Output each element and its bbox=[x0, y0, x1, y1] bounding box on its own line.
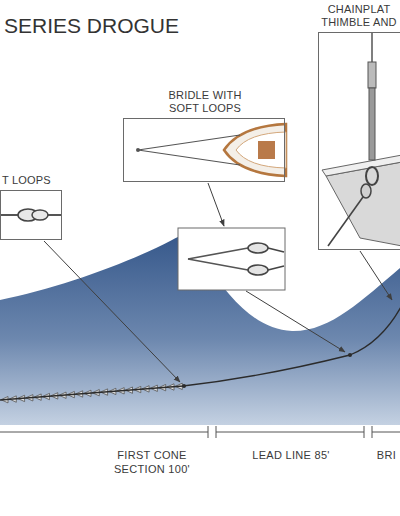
dimension-bracket bbox=[0, 426, 208, 438]
soft-loop bbox=[248, 265, 268, 275]
soft-loop-ends bbox=[268, 248, 284, 270]
cabin bbox=[258, 141, 275, 159]
inset-ground bbox=[123, 118, 285, 182]
inset-ground bbox=[0, 190, 62, 240]
splice-dot bbox=[182, 384, 186, 388]
leader-arrow bbox=[360, 251, 392, 300]
boat-hull-top bbox=[224, 124, 286, 176]
inset-frame bbox=[123, 118, 285, 182]
inset-heading: CHAINPLAT THIMBLE AND bbox=[318, 3, 400, 29]
leader-arrow bbox=[208, 183, 224, 226]
turnbuckle bbox=[368, 62, 376, 88]
sea-wave bbox=[0, 232, 400, 425]
inset-heading: T LOOPS bbox=[2, 174, 62, 187]
inset-ground bbox=[318, 32, 400, 250]
boat-deck bbox=[322, 155, 400, 176]
leader-arrow bbox=[246, 291, 345, 352]
leader-arrow bbox=[44, 241, 180, 382]
boat-stern bbox=[326, 162, 400, 246]
dimension-brackets bbox=[0, 426, 400, 438]
chainplate bbox=[369, 88, 375, 160]
dimension-label: BRI bbox=[375, 448, 398, 462]
bridle-leg bbox=[188, 248, 248, 259]
shackle bbox=[366, 167, 378, 185]
shroud bbox=[371, 32, 373, 62]
inset-frame bbox=[318, 32, 400, 250]
soft-loop-knot bbox=[32, 210, 48, 220]
dimension-label: FIRST CONE SECTION 100' bbox=[102, 448, 202, 476]
drogue-line bbox=[0, 305, 400, 400]
bridle-leg bbox=[138, 150, 240, 165]
diagram-title: SERIES DROGUE bbox=[4, 14, 179, 38]
inset-heading: BRIDLE WITH SOFT LOOPS bbox=[159, 89, 251, 115]
boat-deck bbox=[236, 132, 286, 168]
thimble bbox=[361, 184, 371, 198]
bridle-leg bbox=[328, 197, 363, 246]
detail-inset bbox=[178, 228, 285, 290]
inset-box: CHAINPLAT THIMBLE AND bbox=[318, 3, 400, 250]
dimension-bracket bbox=[372, 426, 400, 438]
bridle-leg bbox=[138, 135, 240, 150]
bridle-apex bbox=[136, 148, 140, 152]
inset-box: BRIDLE WITH SOFT LOOPS bbox=[123, 89, 285, 182]
splice-dot bbox=[348, 353, 352, 357]
inset-box: T LOOPS bbox=[0, 174, 62, 240]
soft-loop bbox=[248, 243, 268, 253]
dimension-label: LEAD LINE 85' bbox=[250, 448, 332, 462]
bridle-leg bbox=[188, 259, 248, 270]
dimension-bracket bbox=[216, 426, 364, 438]
inset-frame bbox=[0, 190, 62, 240]
